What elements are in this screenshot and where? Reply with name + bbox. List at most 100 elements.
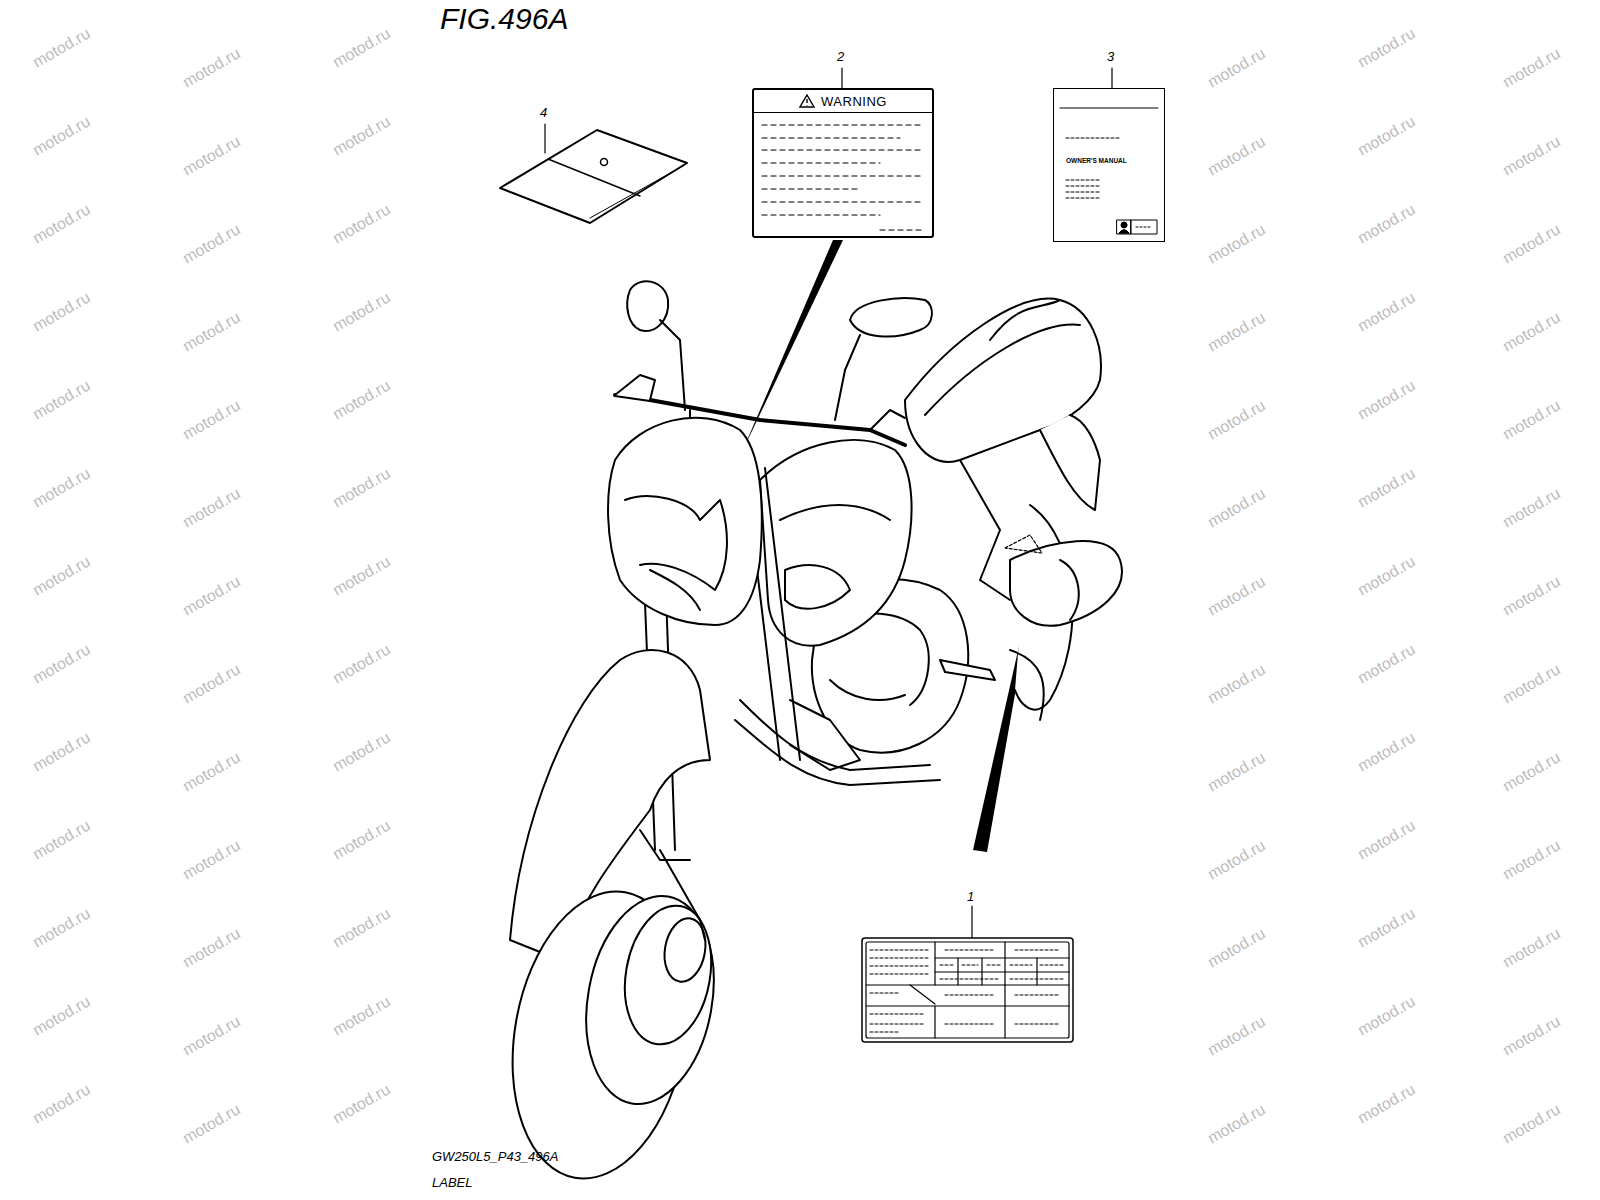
manual-details — [1060, 108, 1158, 234]
watermark: motod.ru — [30, 113, 93, 158]
watermark: motod.ru — [330, 817, 393, 862]
watermark: motod.ru — [1355, 641, 1418, 686]
watermark: motod.ru — [180, 397, 243, 442]
watermark: motod.ru — [1500, 573, 1563, 618]
watermark: motod.ru — [1500, 837, 1563, 882]
watermark: motod.ru — [330, 113, 393, 158]
watermark: motod.ru — [180, 309, 243, 354]
watermark: motod.ru — [180, 485, 243, 530]
watermark: motod.ru — [330, 993, 393, 1038]
watermark: motod.ru — [30, 201, 93, 246]
watermark: motod.ru — [1205, 309, 1268, 354]
callout-number: 2 — [837, 50, 844, 63]
watermark: motod.ru — [30, 465, 93, 510]
watermark: motod.ru — [30, 817, 93, 862]
watermark: motod.ru — [30, 25, 93, 70]
watermark: motod.ru — [30, 729, 93, 774]
watermark: motod.ru — [330, 289, 393, 334]
watermark: motod.ru — [1500, 1101, 1563, 1146]
watermark: motod.ru — [1205, 45, 1268, 90]
watermark: motod.ru — [1500, 925, 1563, 970]
motorcycle — [491, 281, 1122, 1192]
watermark: motod.ru — [1500, 133, 1563, 178]
warning-header: WARNING — [754, 90, 932, 113]
figure-title: FIG.496A — [440, 4, 568, 34]
tool-bag-sheet — [500, 124, 687, 223]
label-dashes — [762, 125, 925, 230]
watermark: motod.ru — [1355, 465, 1418, 510]
watermark: motod.ru — [330, 465, 393, 510]
watermark: motod.ru — [1355, 729, 1418, 774]
watermark: motod.ru — [180, 837, 243, 882]
watermark: motod.ru — [330, 377, 393, 422]
watermark: motod.ru — [180, 573, 243, 618]
watermark: motod.ru — [180, 1101, 243, 1146]
watermark: motod.ru — [1500, 485, 1563, 530]
leader-line — [841, 68, 842, 88]
watermark: motod.ru — [1205, 1101, 1268, 1146]
watermark: motod.ru — [1205, 397, 1268, 442]
watermark: motod.ru — [30, 905, 93, 950]
watermark: motod.ru — [30, 553, 93, 598]
leader-line — [1111, 68, 1112, 88]
callout-number: 4 — [540, 106, 547, 119]
watermark: motod.ru — [1355, 905, 1418, 950]
watermark: motod.ru — [1205, 221, 1268, 266]
watermark: motod.ru — [1205, 749, 1268, 794]
owners-manual: OWNER'S MANUAL — [1053, 88, 1165, 242]
watermark: motod.ru — [1205, 661, 1268, 706]
watermark: motod.ru — [1355, 377, 1418, 422]
watermark: motod.ru — [330, 553, 393, 598]
watermark: motod.ru — [1500, 309, 1563, 354]
watermark: motod.ru — [180, 45, 243, 90]
watermark: motod.ru — [1205, 485, 1268, 530]
watermark: motod.ru — [1355, 993, 1418, 1038]
watermark: motod.ru — [1500, 221, 1563, 266]
watermark: motod.ru — [1355, 289, 1418, 334]
watermark: motod.ru — [180, 661, 243, 706]
watermark: motod.ru — [1355, 817, 1418, 862]
figure-label: LABEL — [432, 1176, 472, 1189]
watermark: motod.ru — [1500, 397, 1563, 442]
watermark: motod.ru — [1205, 573, 1268, 618]
watermark: motod.ru — [1355, 201, 1418, 246]
watermark: motod.ru — [30, 993, 93, 1038]
watermark: motod.ru — [330, 905, 393, 950]
warning-label: WARNING — [752, 88, 934, 238]
watermark: motod.ru — [330, 25, 393, 70]
watermark: motod.ru — [1355, 553, 1418, 598]
callout-number: 3 — [1107, 50, 1114, 63]
watermark: motod.ru — [1205, 1013, 1268, 1058]
watermark: motod.ru — [330, 641, 393, 686]
warning-title: WARNING — [821, 94, 887, 109]
watermark: motod.ru — [180, 133, 243, 178]
watermark: motod.ru — [30, 1081, 93, 1126]
watermark: motod.ru — [1355, 1081, 1418, 1126]
watermark: motod.ru — [180, 749, 243, 794]
watermark: motod.ru — [30, 377, 93, 422]
watermark: motod.ru — [30, 289, 93, 334]
spec-label — [862, 938, 1073, 1042]
watermark: motod.ru — [330, 201, 393, 246]
watermark: motod.ru — [330, 729, 393, 774]
warning-triangle — [799, 94, 815, 108]
manual-title: OWNER'S MANUAL — [1066, 157, 1127, 164]
leader-line — [971, 906, 972, 938]
watermark: motod.ru — [1500, 45, 1563, 90]
watermark: motod.ru — [180, 221, 243, 266]
watermark: motod.ru — [180, 1013, 243, 1058]
watermark: motod.ru — [330, 1081, 393, 1126]
watermark: motod.ru — [1205, 133, 1268, 178]
watermark: motod.ru — [1500, 1013, 1563, 1058]
watermark: motod.ru — [180, 925, 243, 970]
callout-number: 1 — [967, 890, 974, 903]
watermark: motod.ru — [1205, 837, 1268, 882]
watermark: motod.ru — [1500, 749, 1563, 794]
figure-code: GW250L5_P43_496A — [432, 1150, 558, 1163]
watermark: motod.ru — [1205, 925, 1268, 970]
watermark: motod.ru — [1355, 25, 1418, 70]
watermark: motod.ru — [30, 641, 93, 686]
watermark: motod.ru — [1500, 661, 1563, 706]
watermark: motod.ru — [1355, 113, 1418, 158]
